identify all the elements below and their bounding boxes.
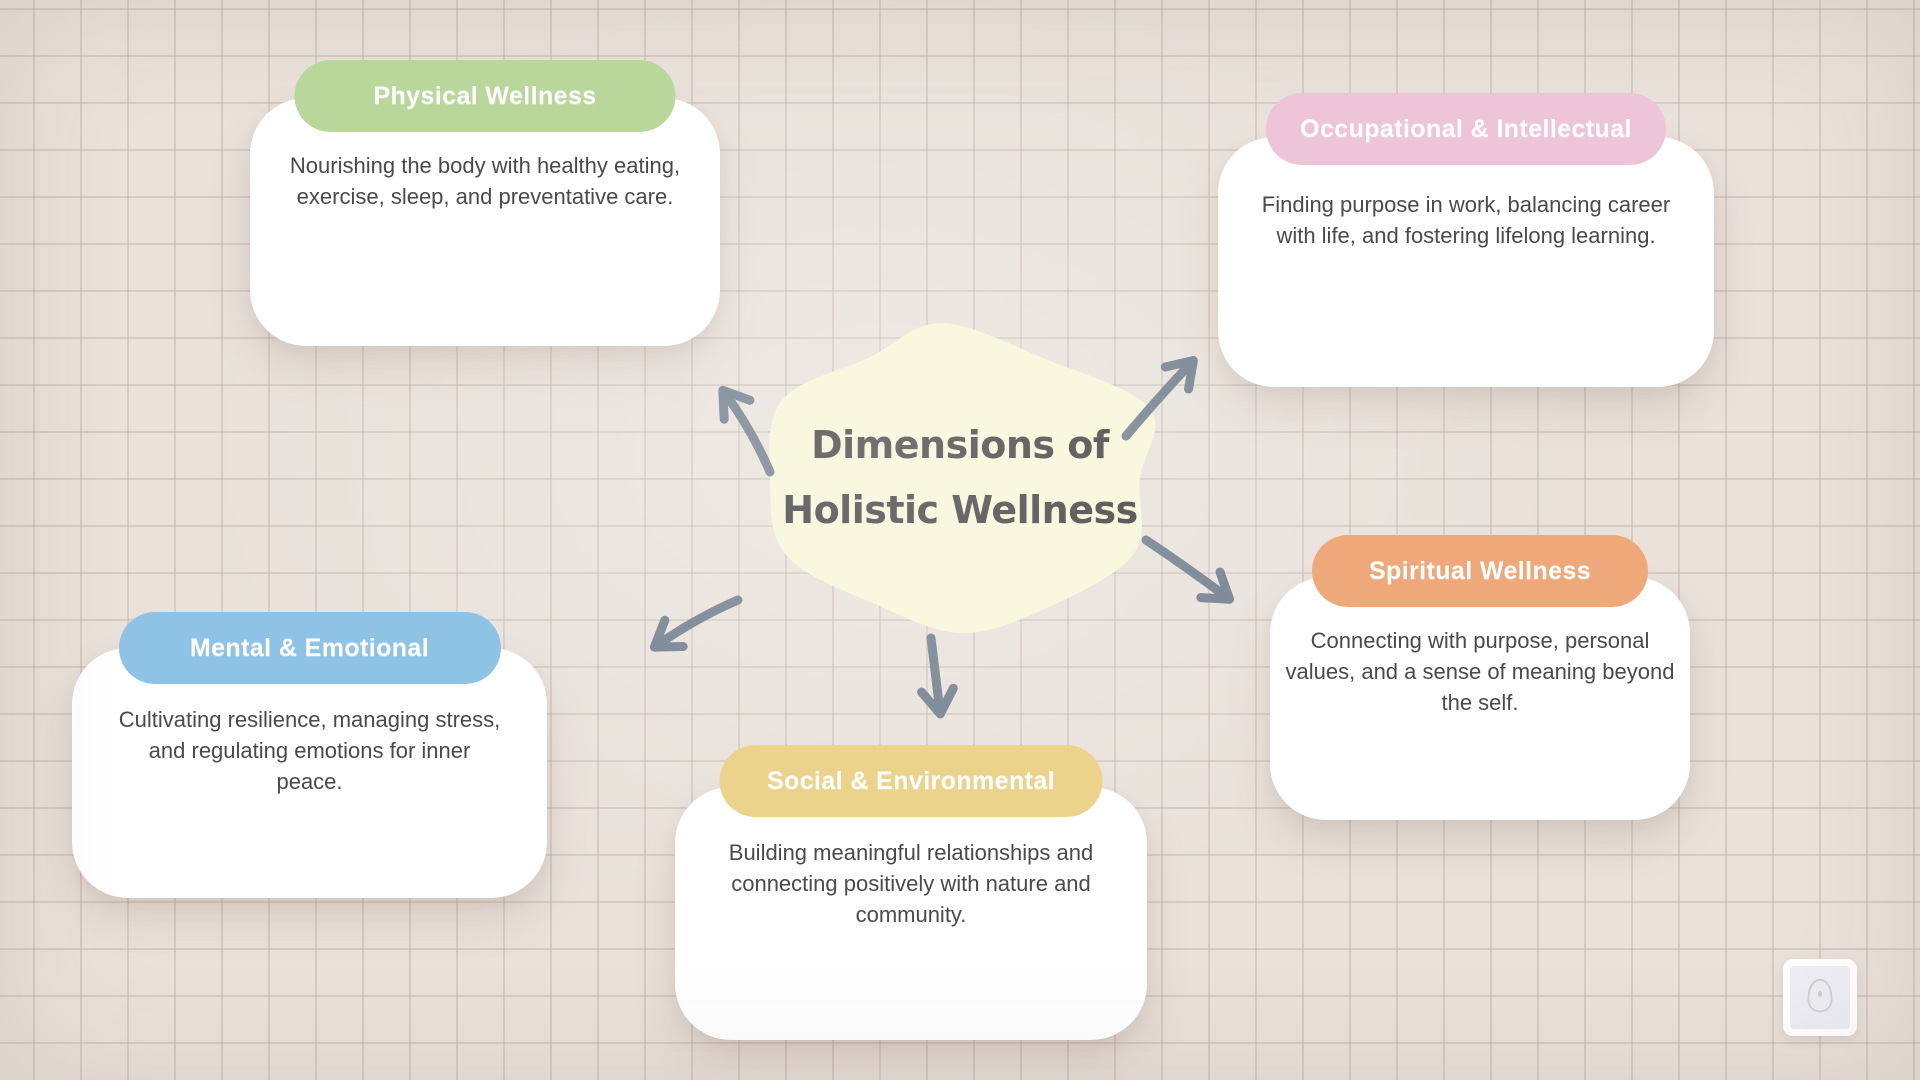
arrow-to-social bbox=[917, 633, 958, 719]
watermark-tile bbox=[1790, 966, 1850, 1029]
node-header-pill: Physical Wellness bbox=[294, 60, 676, 132]
node-header-pill: Mental & Emotional bbox=[118, 612, 501, 684]
node-header-pill: Occupational & Intellectual bbox=[1266, 93, 1666, 165]
node-description: Nourishing the body with healthy eating,… bbox=[289, 153, 681, 209]
watermark-badge[interactable] bbox=[1783, 959, 1857, 1036]
node-card bbox=[250, 98, 720, 346]
node-card bbox=[1270, 577, 1690, 820]
node-card bbox=[675, 787, 1147, 1040]
node-label: Mental & Emotional bbox=[189, 633, 430, 662]
arrow-to-physical bbox=[718, 385, 775, 477]
node-occupational-intellectual[interactable]: Occupational & Intellectual Finding purp… bbox=[1218, 93, 1714, 387]
node-spiritual-wellness[interactable]: Spiritual Wellness Connecting with purpo… bbox=[1270, 535, 1690, 820]
arrow-to-mental bbox=[649, 595, 743, 652]
node-description: Building meaningful relationships and co… bbox=[728, 840, 1094, 927]
node-label: Physical Wellness bbox=[373, 81, 597, 110]
node-mental-emotional[interactable]: Mental & Emotional Cultivating resilienc… bbox=[72, 612, 547, 898]
node-header-pill: Social & Environmental bbox=[719, 745, 1103, 817]
node-label: Spiritual Wellness bbox=[1368, 556, 1592, 585]
egg-logo-icon bbox=[1805, 977, 1835, 1019]
node-card bbox=[1218, 137, 1714, 387]
node-label: Social & Environmental bbox=[766, 766, 1056, 795]
node-header-pill: Spiritual Wellness bbox=[1312, 535, 1648, 607]
node-card bbox=[72, 648, 547, 898]
diagram-title: Dimensions of Holistic Wellness bbox=[782, 423, 1138, 532]
arrow-to-spiritual bbox=[1141, 535, 1235, 604]
node-label: Occupational & Intellectual bbox=[1300, 114, 1632, 143]
node-description: Finding purpose in work, balancing caree… bbox=[1261, 192, 1671, 248]
node-physical-wellness[interactable]: Physical Wellness Nourishing the body wi… bbox=[250, 60, 720, 346]
node-description: Cultivating resilience, managing stress,… bbox=[118, 707, 501, 794]
node-social-environmental[interactable]: Social & Environmental Building meaningf… bbox=[675, 745, 1147, 1040]
node-description: Connecting with purpose, personal values… bbox=[1285, 628, 1675, 715]
